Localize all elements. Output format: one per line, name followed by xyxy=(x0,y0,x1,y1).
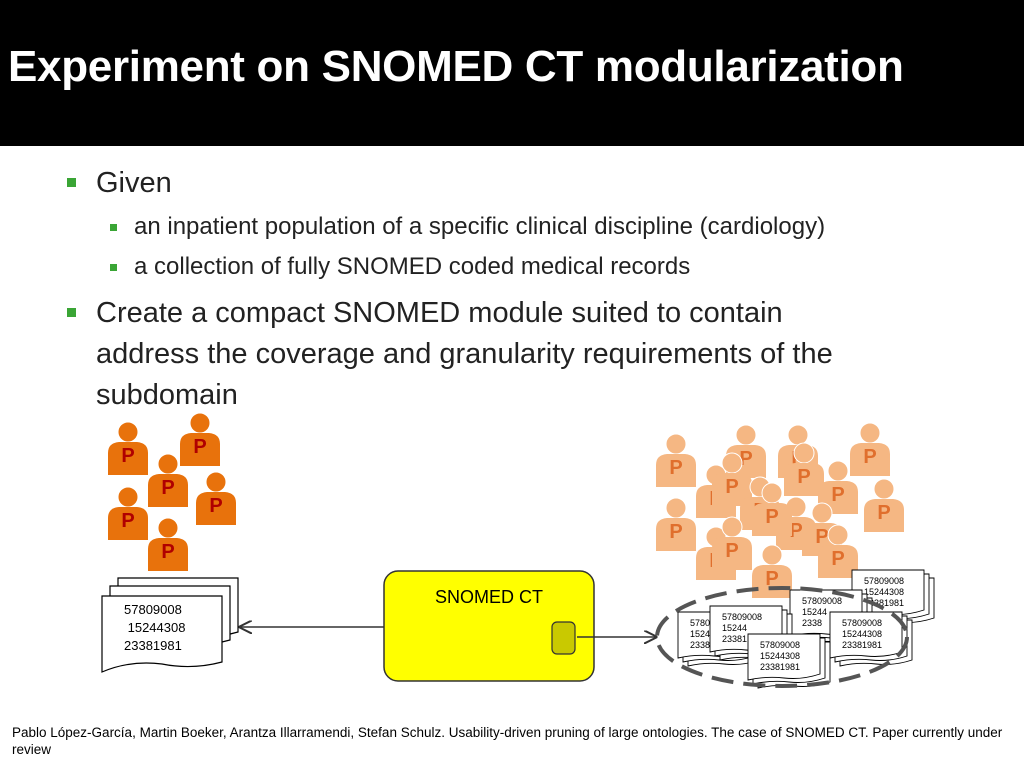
person-icon: P xyxy=(108,421,148,475)
record-code: 23381981 xyxy=(864,598,904,608)
person-icon: P xyxy=(108,486,148,540)
record-code: 5780 xyxy=(690,618,710,628)
patient-letter: P xyxy=(831,484,844,506)
sub-bullet-population: an inpatient population of a specific cl… xyxy=(134,213,826,240)
bullet-square xyxy=(67,178,76,187)
record-code: 57809008 xyxy=(124,602,182,617)
record-code: 15244308 xyxy=(760,651,800,661)
module-icon xyxy=(551,621,576,655)
sub-bullet-records: a collection of fully SNOMED coded medic… xyxy=(134,253,691,280)
patient-letter: P xyxy=(669,521,682,543)
patient-letter: P xyxy=(797,466,810,488)
bullet-given: Given xyxy=(96,167,172,199)
patient-letter: P xyxy=(161,541,174,563)
record-code: 23381981 xyxy=(842,640,882,650)
patient-letter: P xyxy=(863,446,876,468)
person-icon: P xyxy=(712,452,752,506)
record-code: 23381981 xyxy=(760,662,800,672)
patient-letter: P xyxy=(725,476,738,498)
bullet-square xyxy=(67,308,76,317)
bullet-create-line-1: Create a compact SNOMED module suited to… xyxy=(96,297,783,329)
person-icon: P xyxy=(818,524,858,578)
snomed-ct-label: SNOMED CT xyxy=(435,587,543,607)
footer-citation: Pablo López-García, Martin Boeker, Arant… xyxy=(12,725,1003,757)
record-stack-left: 57809008 15244308 23381981 xyxy=(101,577,239,673)
patient-letter: P xyxy=(765,568,778,590)
patient-letter: P xyxy=(789,520,802,542)
record-code: 57809008 xyxy=(842,618,882,628)
patient-letter: P xyxy=(121,510,134,532)
dashed-ellipse xyxy=(655,586,909,688)
person-icon: P xyxy=(850,422,890,476)
bullet-create-line-3: subdomain xyxy=(96,379,238,411)
patient-letter: P xyxy=(739,448,752,470)
record-code: 2338 xyxy=(690,640,710,650)
record-code: 57809008 xyxy=(722,612,762,622)
record-code: 15244 xyxy=(722,623,747,633)
snomed-ct-box: SNOMED CT xyxy=(383,570,595,682)
record-code: 57809008 xyxy=(864,576,904,586)
person-icon: P xyxy=(752,482,792,536)
person-icon: P xyxy=(196,471,236,525)
title-bar: Experiment on SNOMED CT modularization xyxy=(0,0,1024,146)
patient-letter: P xyxy=(765,506,778,528)
record-code: 23381 xyxy=(722,634,747,644)
record-code: 15244 xyxy=(802,607,827,617)
patient-letter: P xyxy=(877,502,890,524)
patient-letter: P xyxy=(669,457,682,479)
patient-letter: P xyxy=(831,548,844,570)
person-icon: P xyxy=(712,516,752,570)
bullet-square xyxy=(110,224,117,231)
record-code: 15244308 xyxy=(124,620,185,635)
record-code: 15244308 xyxy=(842,629,882,639)
record-code: 2338 xyxy=(802,618,822,628)
record-code: 1524 xyxy=(690,629,710,639)
patient-letter: P xyxy=(161,477,174,499)
patient-letter: P xyxy=(121,445,134,467)
record-code: 57809008 xyxy=(760,640,800,650)
patient-letter: P xyxy=(209,495,222,517)
patient-letter: P xyxy=(815,526,828,548)
record-stack-right: 5780900815244308233819815780900815244233… xyxy=(677,569,935,689)
person-icon: P xyxy=(864,478,904,532)
person-icon: P xyxy=(784,442,824,496)
person-icon: P xyxy=(656,433,696,487)
person-icon: P xyxy=(180,412,220,466)
slide-title: Experiment on SNOMED CT modularization xyxy=(8,42,904,91)
record-code: 57809008 xyxy=(802,596,842,606)
record-code: 15244308 xyxy=(864,587,904,597)
person-icon: P xyxy=(148,453,188,507)
record-code: 23381981 xyxy=(124,638,182,653)
patient-letter: P xyxy=(725,540,738,562)
person-icon: P xyxy=(656,497,696,551)
bullet-create-line-2: address the coverage and granularity req… xyxy=(96,338,833,370)
person-icon: P xyxy=(148,517,188,571)
patient-letter: P xyxy=(193,436,206,458)
bullet-square xyxy=(110,264,117,271)
